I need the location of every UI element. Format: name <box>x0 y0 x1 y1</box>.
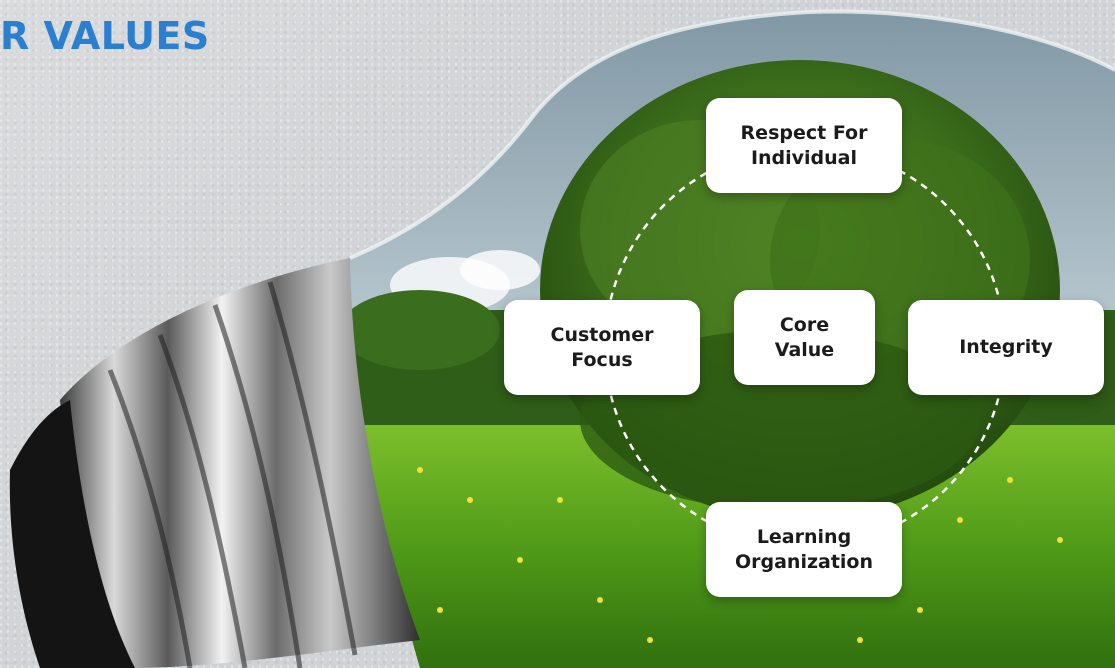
node-label: Respect For Individual <box>740 121 868 169</box>
value-node-customer-focus: Customer Focus <box>504 300 700 395</box>
node-label: Integrity <box>959 336 1053 358</box>
bulb-screw-base <box>9 258 420 668</box>
node-label: Core Value <box>774 313 835 361</box>
page-title: R VALUES <box>0 14 210 58</box>
node-label: Customer Focus <box>550 323 654 371</box>
node-label: Learning Organization <box>734 525 874 573</box>
value-node-integrity: Integrity <box>908 300 1104 395</box>
value-node-learning-organization: Learning Organization <box>706 502 902 597</box>
value-node-respect-for-individual: Respect For Individual <box>706 98 902 193</box>
core-value-node: Core Value <box>734 290 875 385</box>
